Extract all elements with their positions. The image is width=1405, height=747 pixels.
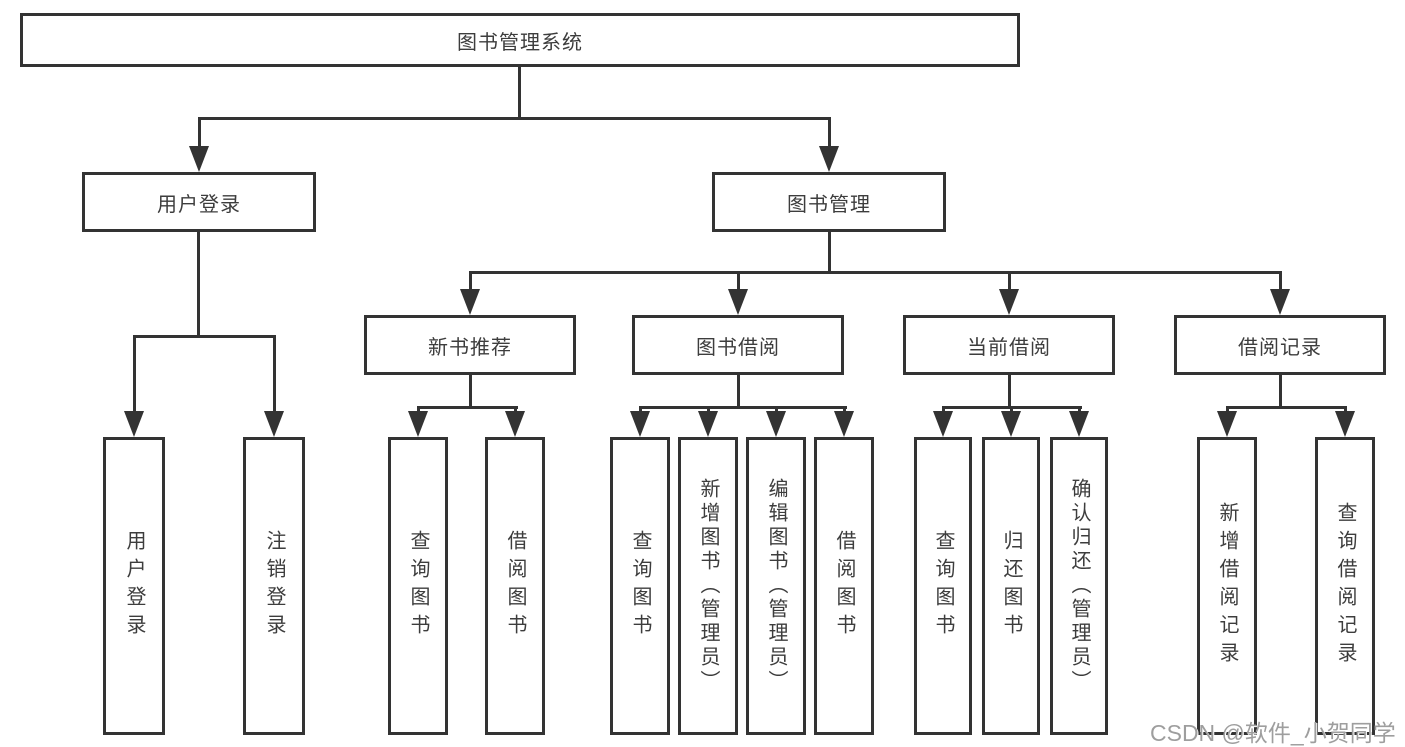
leaf-return-book: 归还图书 [982, 437, 1040, 735]
leaf-query-books-2: 查询图书 [610, 437, 670, 735]
arrow-down-icon [630, 411, 650, 437]
node-label: 新增图书（管理员） [697, 478, 719, 694]
line-segment [1008, 271, 1011, 291]
line-segment [133, 335, 136, 415]
line-segment [707, 406, 710, 415]
node-label: 用户登录 [157, 193, 241, 216]
line-segment [1344, 406, 1347, 415]
leaf-query-borrow-record: 查询借阅记录 [1315, 437, 1375, 735]
node-label: 图书管理 [787, 193, 871, 216]
node-label: 图书借阅 [696, 336, 780, 359]
line-segment [828, 232, 831, 273]
line-segment [1010, 406, 1013, 415]
node-label: 查询图书 [932, 530, 954, 642]
node-library-management-system: 图书管理系统 [20, 13, 1020, 67]
node-label: 注销登录 [263, 530, 285, 642]
line-segment [197, 232, 200, 337]
line-segment [133, 335, 276, 338]
node-label: 新书推荐 [428, 336, 512, 359]
watermark-text: CSDN @软件_小贺同学 [1150, 720, 1396, 746]
node-label: 新增借阅记录 [1216, 502, 1238, 670]
arrow-down-icon [264, 411, 284, 437]
arrow-down-icon [189, 146, 209, 172]
line-segment [469, 375, 472, 409]
leaf-borrow-books-2: 借阅图书 [814, 437, 874, 735]
node-label: 图书管理系统 [457, 31, 583, 54]
arrow-down-icon [1069, 411, 1089, 437]
node-new-book-recommend: 新书推荐 [364, 315, 576, 375]
arrow-down-icon [933, 411, 953, 437]
node-book-borrowing: 图书借阅 [632, 315, 844, 375]
leaf-borrow-books-1: 借阅图书 [485, 437, 545, 735]
line-segment [1279, 375, 1282, 409]
line-segment [942, 406, 945, 415]
node-book-management: 图书管理 [712, 172, 946, 232]
arrow-down-icon [766, 411, 786, 437]
node-label: 借阅图书 [504, 530, 526, 642]
arrow-down-icon [999, 289, 1019, 315]
arrow-down-icon [460, 289, 480, 315]
node-label: 当前借阅 [967, 336, 1051, 359]
leaf-add-borrow-record: 新增借阅记录 [1197, 437, 1257, 735]
line-segment [737, 271, 740, 291]
node-label: 编辑图书（管理员） [765, 478, 787, 694]
line-segment [417, 406, 518, 409]
node-label: 查询借阅记录 [1334, 502, 1356, 670]
arrow-down-icon [1335, 411, 1355, 437]
node-label: 查询图书 [629, 530, 651, 642]
arrow-down-icon [728, 289, 748, 315]
line-segment [828, 117, 831, 150]
line-segment [639, 406, 642, 415]
leaf-user-login: 用户登录 [103, 437, 165, 735]
line-segment [1226, 406, 1229, 415]
line-segment [1226, 406, 1347, 409]
line-segment [737, 375, 740, 409]
node-label: 查询图书 [407, 530, 429, 642]
arrow-down-icon [819, 146, 839, 172]
arrow-down-icon [505, 411, 525, 437]
leaf-query-books-3: 查询图书 [914, 437, 972, 735]
node-label: 用户登录 [123, 530, 145, 642]
line-segment [273, 335, 276, 415]
node-current-borrowing: 当前借阅 [903, 315, 1115, 375]
line-segment [198, 117, 831, 120]
line-segment [198, 117, 201, 150]
node-label: 借阅记录 [1238, 336, 1322, 359]
line-segment [1078, 406, 1081, 415]
arrow-down-icon [1217, 411, 1237, 437]
node-label: 确认归还（管理员） [1068, 478, 1090, 694]
node-user-login: 用户登录 [82, 172, 316, 232]
leaf-query-books-1: 查询图书 [388, 437, 448, 735]
node-borrowing-records: 借阅记录 [1174, 315, 1386, 375]
line-segment [1279, 271, 1282, 291]
line-segment [1008, 375, 1011, 409]
arrow-down-icon [834, 411, 854, 437]
node-label: 归还图书 [1000, 530, 1022, 642]
line-segment [518, 67, 521, 119]
line-segment [639, 406, 847, 409]
line-segment [775, 406, 778, 415]
leaf-add-book-admin: 新增图书（管理员） [678, 437, 738, 735]
line-segment [514, 406, 517, 415]
leaf-logout: 注销登录 [243, 437, 305, 735]
node-label: 借阅图书 [833, 530, 855, 642]
line-segment [469, 271, 1282, 274]
arrow-down-icon [1270, 289, 1290, 315]
leaf-edit-book-admin: 编辑图书（管理员） [746, 437, 806, 735]
arrow-down-icon [408, 411, 428, 437]
arrow-down-icon [124, 411, 144, 437]
line-segment [417, 406, 420, 415]
arrow-down-icon [698, 411, 718, 437]
arrow-down-icon [1001, 411, 1021, 437]
line-segment [469, 271, 472, 291]
leaf-confirm-return-admin: 确认归还（管理员） [1050, 437, 1108, 735]
line-segment [843, 406, 846, 415]
